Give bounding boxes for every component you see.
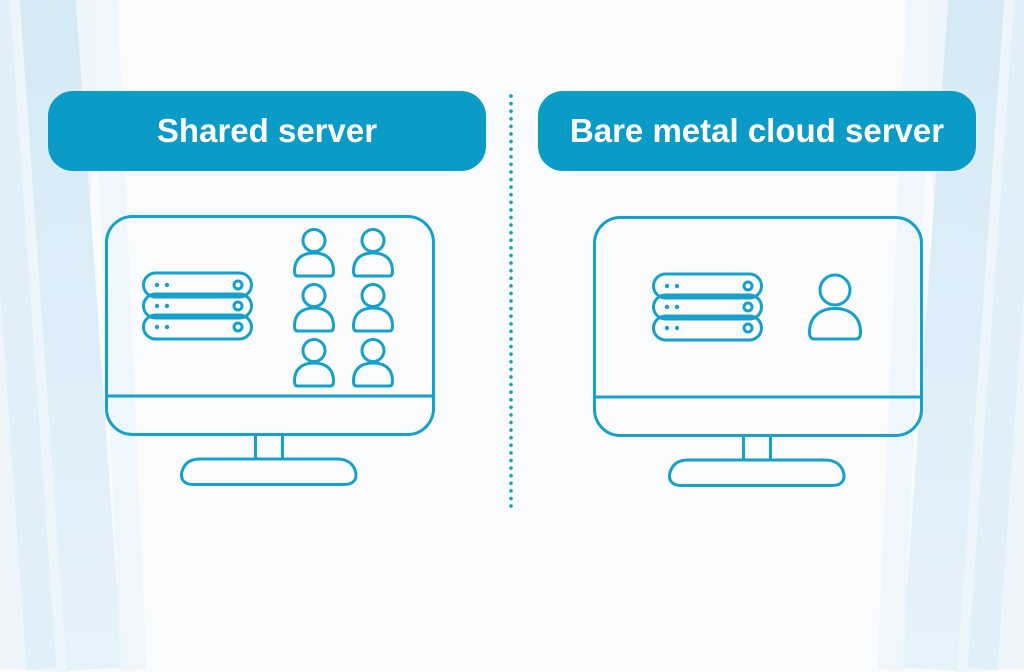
panel-bare-metal-cloud-server: Bare metal cloud server (538, 91, 976, 511)
monitor-stand (668, 435, 846, 487)
server-stack-icon (142, 271, 253, 341)
monitor-screen (105, 215, 435, 436)
monitor-icon (105, 215, 435, 486)
panel-shared-server: Shared server (48, 91, 486, 511)
user-icon (352, 283, 394, 333)
panel-title-bare-metal: Bare metal cloud server (569, 112, 945, 149)
single-user-icon (808, 273, 862, 341)
user-icon (808, 273, 862, 341)
user-icon (293, 283, 335, 333)
users-grid-icon (293, 228, 394, 388)
panel-header-shared: Shared server (48, 91, 486, 171)
user-icon (352, 228, 394, 278)
user-icon (293, 338, 335, 388)
user-icon (352, 338, 394, 388)
monitor-icon (593, 216, 923, 487)
panel-header-bare-metal: Bare metal cloud server (538, 91, 976, 171)
dotted-divider (509, 94, 513, 508)
user-icon (293, 228, 335, 278)
panel-title-shared: Shared server (156, 112, 378, 149)
server-stack-icon (652, 272, 763, 342)
monitor-stand (180, 434, 358, 486)
monitor-screen (593, 216, 923, 437)
